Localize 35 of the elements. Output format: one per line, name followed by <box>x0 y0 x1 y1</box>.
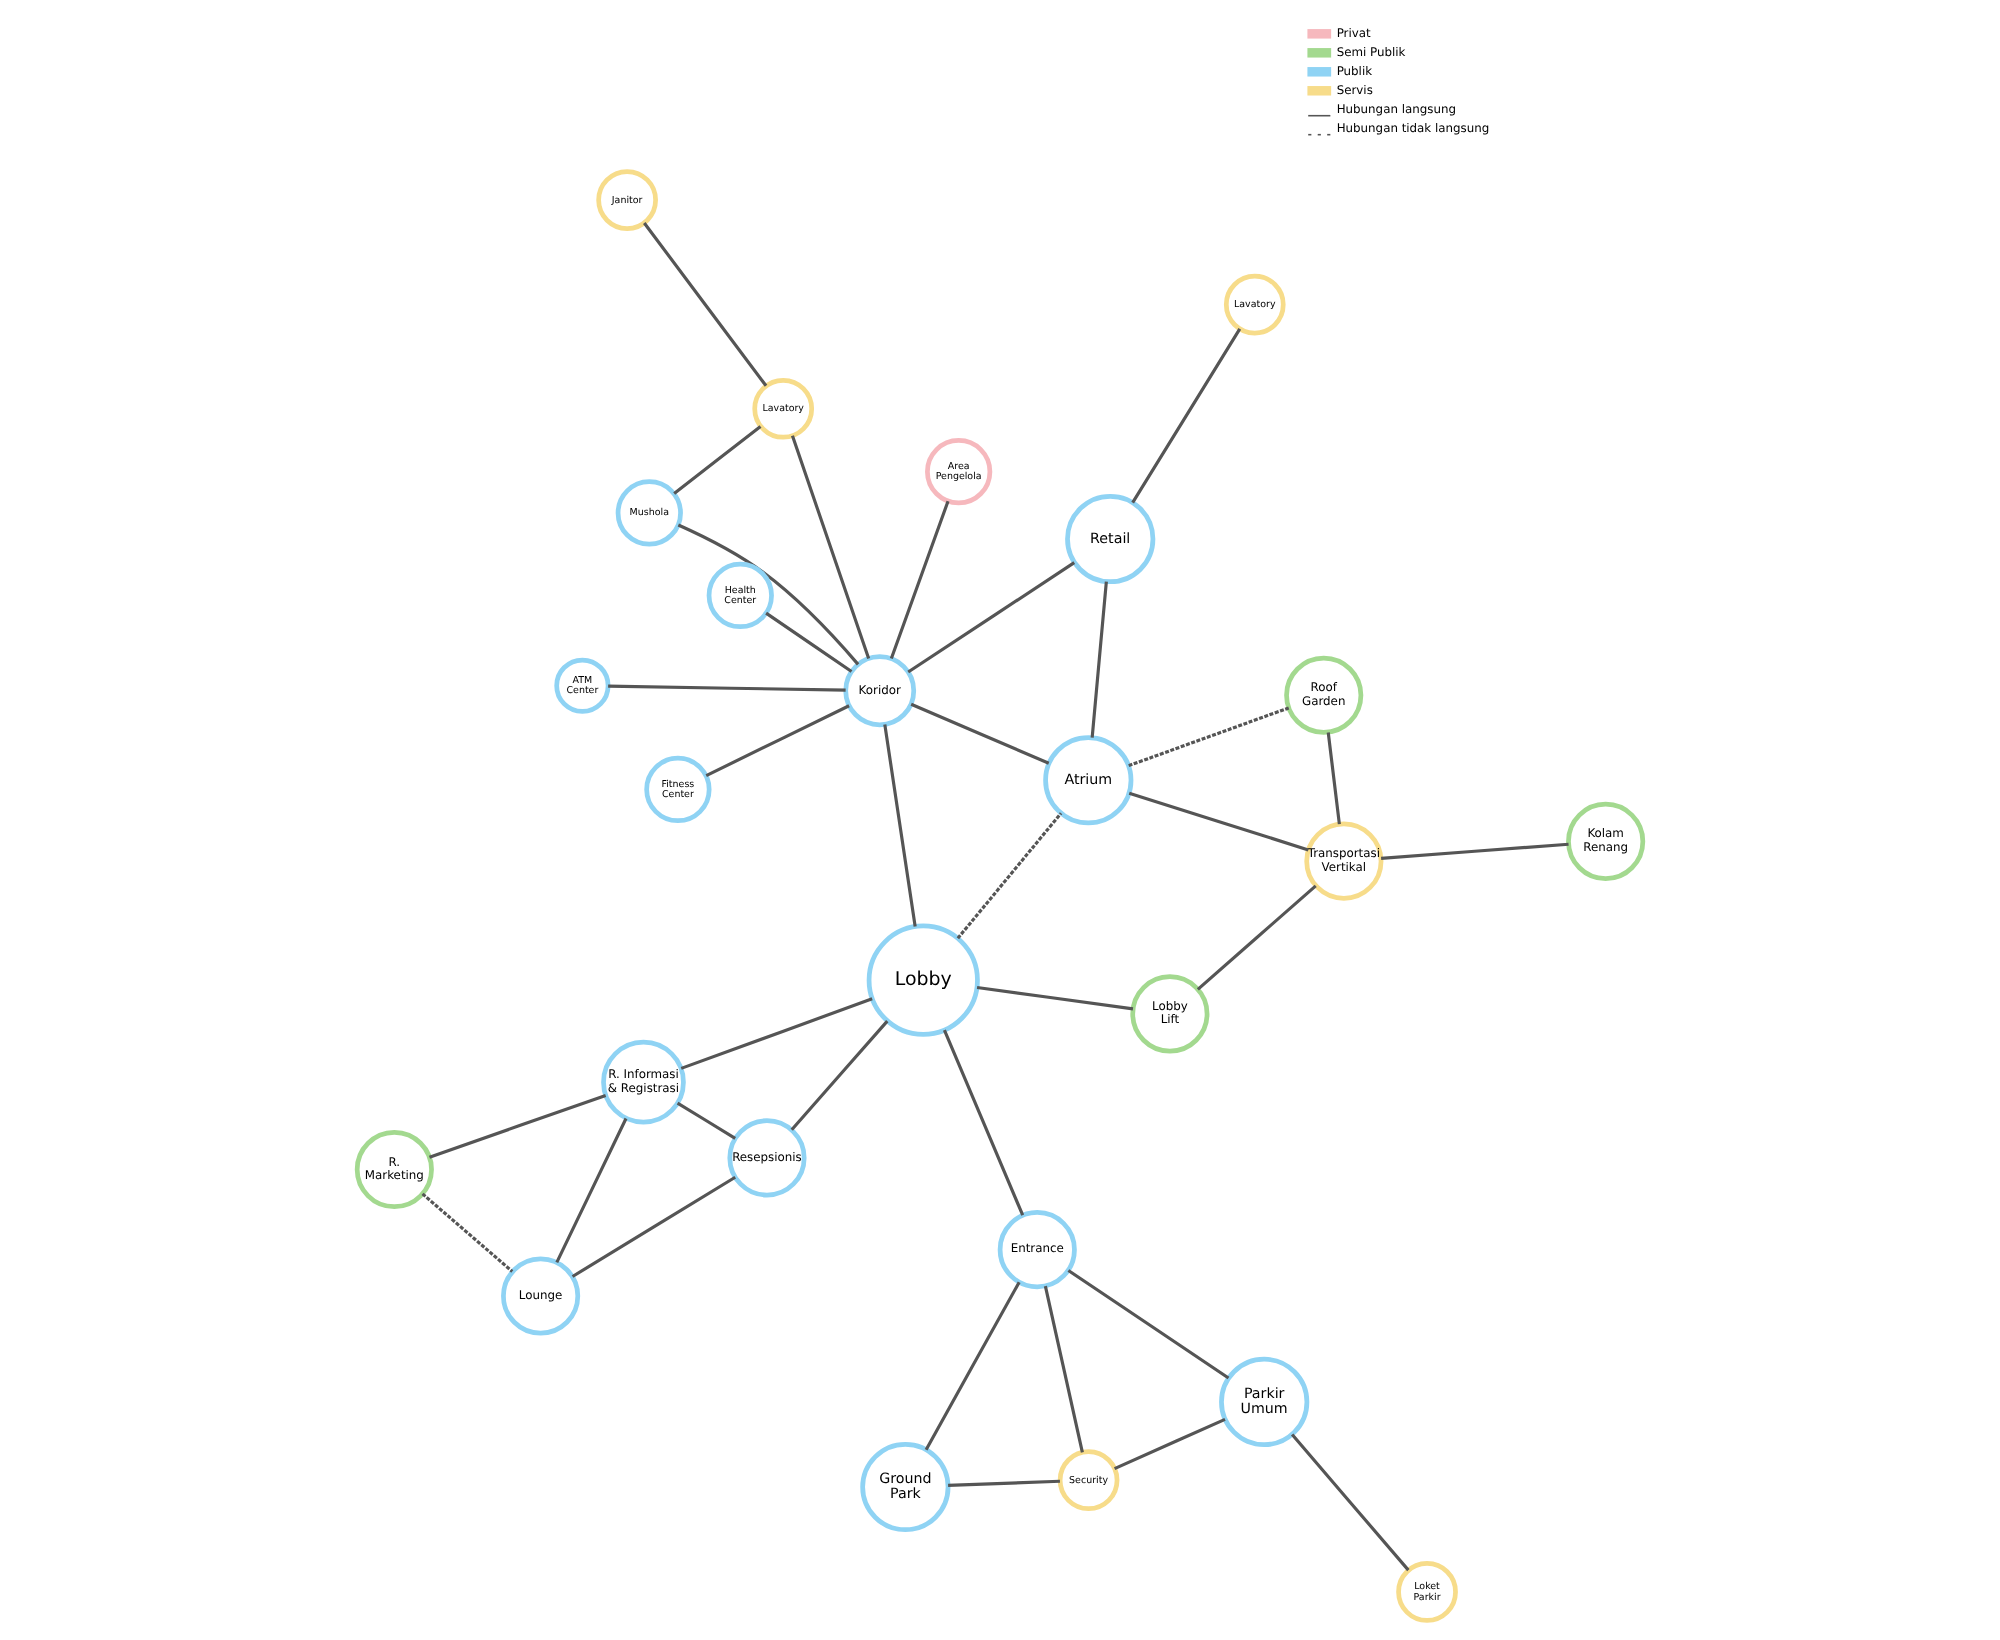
connector <box>765 611 853 673</box>
connector <box>956 812 1063 940</box>
connector <box>948 1479 1060 1487</box>
connector <box>676 1101 736 1140</box>
connector <box>680 997 873 1070</box>
connector <box>643 222 768 387</box>
connector <box>677 523 860 666</box>
connector <box>910 702 1050 765</box>
connector <box>1067 1269 1230 1380</box>
connector <box>790 435 871 659</box>
node-circle: Lobby <box>866 923 980 1037</box>
connector <box>1326 732 1341 825</box>
connector <box>1113 1417 1226 1471</box>
connector <box>673 425 762 495</box>
connector <box>421 1192 514 1273</box>
connector <box>889 500 950 659</box>
connector <box>1128 706 1290 768</box>
connector <box>1196 884 1317 991</box>
connector <box>883 724 917 927</box>
connector <box>1290 1433 1410 1572</box>
connector <box>429 1093 607 1159</box>
connector <box>1131 328 1242 504</box>
connector <box>608 684 846 692</box>
connector <box>1043 1285 1084 1453</box>
connector <box>1381 842 1569 860</box>
connector <box>705 704 850 777</box>
connector <box>976 985 1134 1011</box>
connector <box>555 1117 628 1264</box>
connector <box>571 1175 737 1278</box>
connector <box>907 561 1076 674</box>
connector <box>1128 791 1309 852</box>
connector <box>790 1020 889 1131</box>
connector <box>924 1281 1021 1451</box>
connector <box>942 1029 1025 1216</box>
connector <box>1090 581 1108 738</box>
